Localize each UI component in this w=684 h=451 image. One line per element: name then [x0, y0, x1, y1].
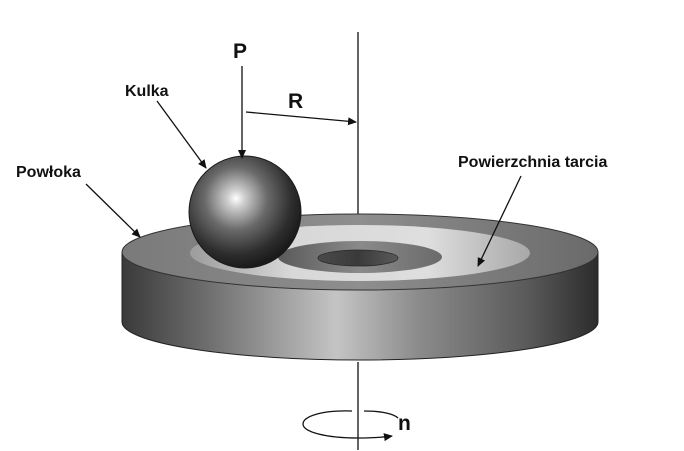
- ball: [188, 155, 302, 269]
- rotation-arc-back: [363, 410, 399, 419]
- coating-leader-arrow: [85, 183, 141, 238]
- ball-label: Kulka: [125, 83, 169, 100]
- coating-label: Powłoka: [16, 164, 81, 181]
- radius-arrow: [245, 111, 357, 126]
- force-label: P: [233, 40, 247, 63]
- disc: [121, 213, 599, 361]
- friction-surface-label: Powierzchnia tarcia: [458, 154, 607, 171]
- friction-surface-leader-arrow: [477, 175, 522, 267]
- rotation-symbol: [302, 410, 399, 442]
- rotation-arc: [302, 410, 393, 442]
- radius-label: R: [288, 90, 303, 113]
- ball-leader-arrow: [156, 100, 207, 169]
- center-hole: [317, 249, 399, 267]
- rotation-label: n: [398, 412, 411, 435]
